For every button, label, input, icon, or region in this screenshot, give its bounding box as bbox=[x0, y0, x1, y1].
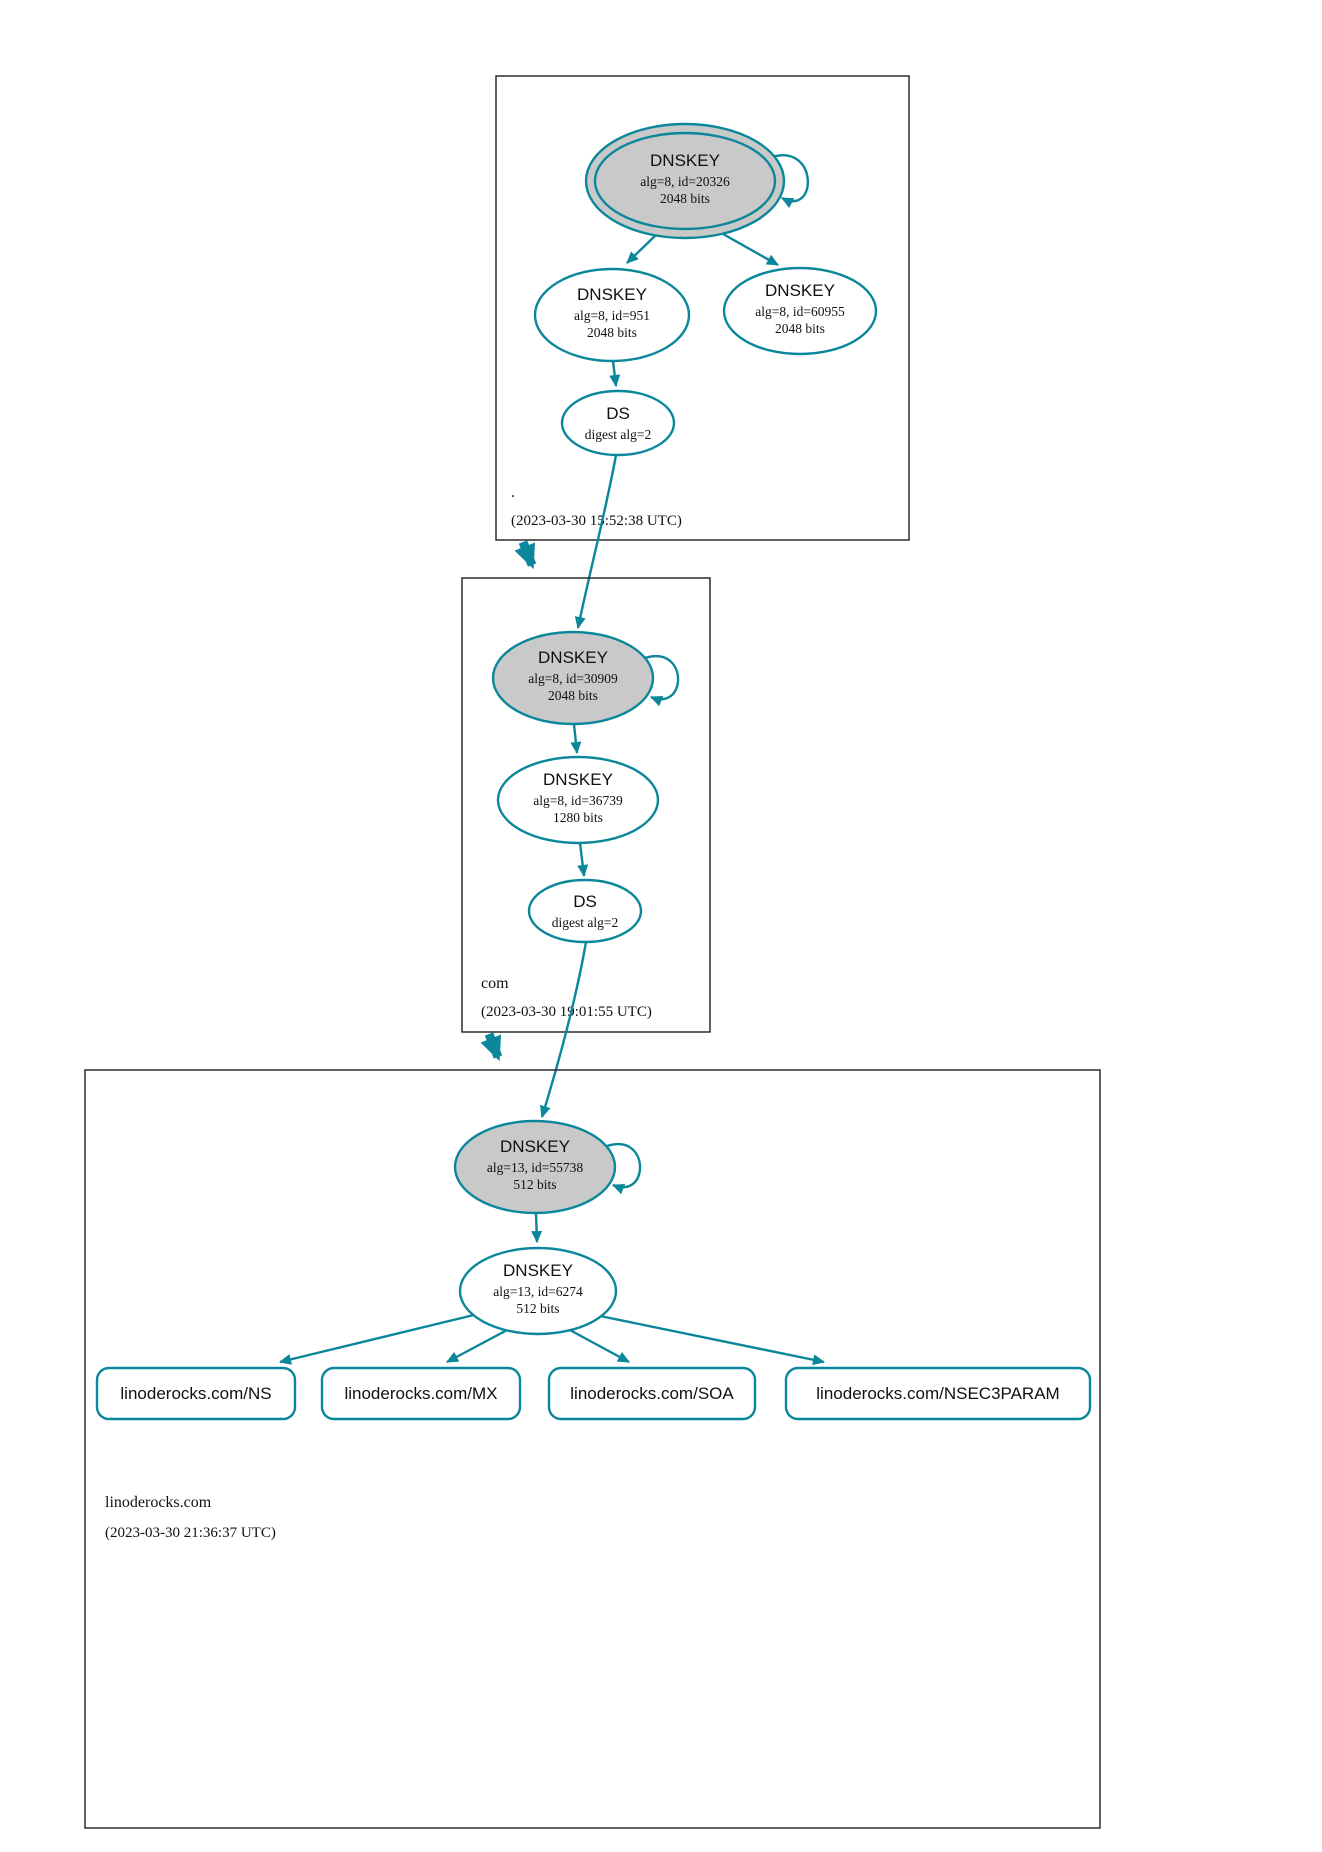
rrsig-edge-rootksk-to-key60955 bbox=[715, 228, 779, 267]
com-ds-title: DS bbox=[573, 892, 597, 911]
root-ds-meta: digest alg=2 bbox=[585, 427, 651, 442]
root-key951-meta: alg=8, id=951 bbox=[574, 308, 650, 323]
root-key60955-ellipse bbox=[722, 266, 878, 356]
rrset-nsec3param: linoderocks.com/NSEC3PARAM bbox=[784, 1366, 1092, 1421]
rrset-ns-box bbox=[95, 1366, 297, 1421]
zone-root-timestamp: (2023-03-30 15:52:38 UTC) bbox=[511, 513, 682, 529]
rrsig-edge-linoksk-to-key6274 bbox=[531, 1212, 543, 1244]
zone-linoderocks-timestamp: (2023-03-30 21:36:37 UTC) bbox=[105, 1525, 276, 1541]
com-key36739-title: DNSKEY bbox=[543, 770, 613, 789]
edge-key36739-to-ds bbox=[577, 842, 589, 878]
linoderocks-key6274-title: DNSKEY bbox=[503, 1261, 573, 1280]
zone-linoderocks-name: linoderocks.com bbox=[105, 1494, 212, 1511]
linoderocks-ksk-meta: alg=13, id=55738 bbox=[487, 1160, 583, 1175]
com-ds-ellipse bbox=[527, 878, 643, 944]
zone-linoderocks: DNSKEY alg=13, id=55738 512 bits DNSKEY … bbox=[84, 1069, 1101, 1829]
root-key60955-bits: 2048 bits bbox=[775, 321, 825, 336]
root-ksk-inner-ellipse bbox=[593, 131, 777, 231]
rrsig-edge-key6274-to-nsec3param bbox=[599, 1314, 826, 1366]
linoderocks-ksk-title: DNSKEY bbox=[500, 1137, 570, 1156]
root-ksk-ellipse bbox=[584, 122, 786, 240]
linoderocks-key6274-ellipse bbox=[458, 1246, 618, 1336]
rrset-mx-label: linoderocks.com/MX bbox=[344, 1384, 497, 1403]
self-loop-root-ksk bbox=[771, 154, 810, 208]
rrsig-edge-key6274-to-soa bbox=[567, 1327, 630, 1364]
rrset-soa-box bbox=[547, 1366, 757, 1421]
zone-com-name: com bbox=[481, 975, 509, 992]
ds-edge-root-to-com bbox=[574, 454, 618, 630]
linoderocks-ksk-ellipse bbox=[453, 1119, 617, 1215]
node-root-ds: DS digest alg=2 bbox=[560, 389, 676, 457]
root-key951-ellipse bbox=[533, 267, 691, 363]
com-key36739-bits: 1280 bits bbox=[553, 810, 603, 825]
com-ksk-meta: alg=8, id=30909 bbox=[528, 671, 618, 686]
root-ksk-meta: alg=8, id=20326 bbox=[640, 174, 730, 189]
node-root-key-951: DNSKEY alg=8, id=951 2048 bits bbox=[533, 267, 691, 363]
com-ksk-title: DNSKEY bbox=[538, 648, 608, 667]
rrsig-edge-comksk-to-key36739 bbox=[570, 723, 582, 755]
rrset-nsec3param-label: linoderocks.com/NSEC3PARAM bbox=[816, 1384, 1059, 1403]
root-key951-bits: 2048 bits bbox=[587, 325, 637, 340]
zone-root-name: . bbox=[511, 484, 515, 501]
com-key36739-meta: alg=8, id=36739 bbox=[533, 793, 623, 808]
zone-root: DNSKEY alg=8, id=20326 2048 bits DNSKEY … bbox=[495, 75, 910, 541]
linoderocks-ksk-bits: 512 bits bbox=[513, 1177, 556, 1192]
zone-root-box bbox=[495, 75, 910, 541]
self-loop-linoderocks-ksk bbox=[606, 1142, 642, 1195]
rrsig-edge-key6274-to-mx bbox=[446, 1327, 510, 1364]
linoderocks-key6274-meta: alg=13, id=6274 bbox=[493, 1284, 583, 1299]
root-key60955-meta: alg=8, id=60955 bbox=[755, 304, 845, 319]
delegation-arrow-com-to-linoderocks bbox=[480, 1032, 503, 1062]
root-ds-title: DS bbox=[606, 404, 630, 423]
root-ds-ellipse bbox=[560, 389, 676, 457]
zone-com: DNSKEY alg=8, id=30909 2048 bits DNSKEY … bbox=[461, 577, 711, 1033]
node-root-ksk: DNSKEY alg=8, id=20326 2048 bits bbox=[584, 122, 786, 240]
root-key951-title: DNSKEY bbox=[577, 285, 647, 304]
com-ksk-bits: 2048 bits bbox=[548, 688, 598, 703]
node-linoderocks-key-6274: DNSKEY alg=13, id=6274 512 bits bbox=[458, 1246, 618, 1336]
rrset-mx-box bbox=[320, 1366, 522, 1421]
node-com-ds: DS digest alg=2 bbox=[527, 878, 643, 944]
root-key60955-title: DNSKEY bbox=[765, 281, 835, 300]
rrsig-edge-rootksk-to-key951 bbox=[626, 231, 660, 264]
rrset-mx: linoderocks.com/MX bbox=[320, 1366, 522, 1421]
com-ds-meta: digest alg=2 bbox=[552, 915, 618, 930]
root-ksk-title: DNSKEY bbox=[650, 151, 720, 170]
rrset-soa-label: linoderocks.com/SOA bbox=[570, 1384, 734, 1403]
node-com-key-36739: DNSKEY alg=8, id=36739 1280 bits bbox=[496, 755, 660, 845]
rrset-nsec3param-box bbox=[784, 1366, 1092, 1421]
zone-linoderocks-box bbox=[84, 1069, 1101, 1829]
ds-edge-com-to-linoderocks bbox=[539, 941, 588, 1119]
node-linoderocks-ksk: DNSKEY alg=13, id=55738 512 bits bbox=[453, 1119, 617, 1215]
delegation-arrow-root-to-com bbox=[514, 540, 537, 570]
self-loop-com-ksk bbox=[644, 654, 680, 707]
root-ksk-bits: 2048 bits bbox=[660, 191, 710, 206]
com-key36739-ellipse bbox=[496, 755, 660, 845]
linoderocks-key6274-bits: 512 bits bbox=[516, 1301, 559, 1316]
node-com-ksk: DNSKEY alg=8, id=30909 2048 bits bbox=[491, 630, 655, 726]
rrset-soa: linoderocks.com/SOA bbox=[547, 1366, 757, 1421]
zone-com-timestamp: (2023-03-30 19:01:55 UTC) bbox=[481, 1004, 652, 1020]
rrset-ns-label: linoderocks.com/NS bbox=[120, 1384, 271, 1403]
node-root-key-60955: DNSKEY alg=8, id=60955 2048 bits bbox=[722, 266, 878, 356]
rrset-ns: linoderocks.com/NS bbox=[95, 1366, 297, 1421]
com-ksk-ellipse bbox=[491, 630, 655, 726]
rrsig-edge-key6274-to-ns bbox=[278, 1312, 479, 1365]
edge-key951-to-ds bbox=[609, 360, 621, 388]
zone-com-box bbox=[461, 577, 711, 1033]
